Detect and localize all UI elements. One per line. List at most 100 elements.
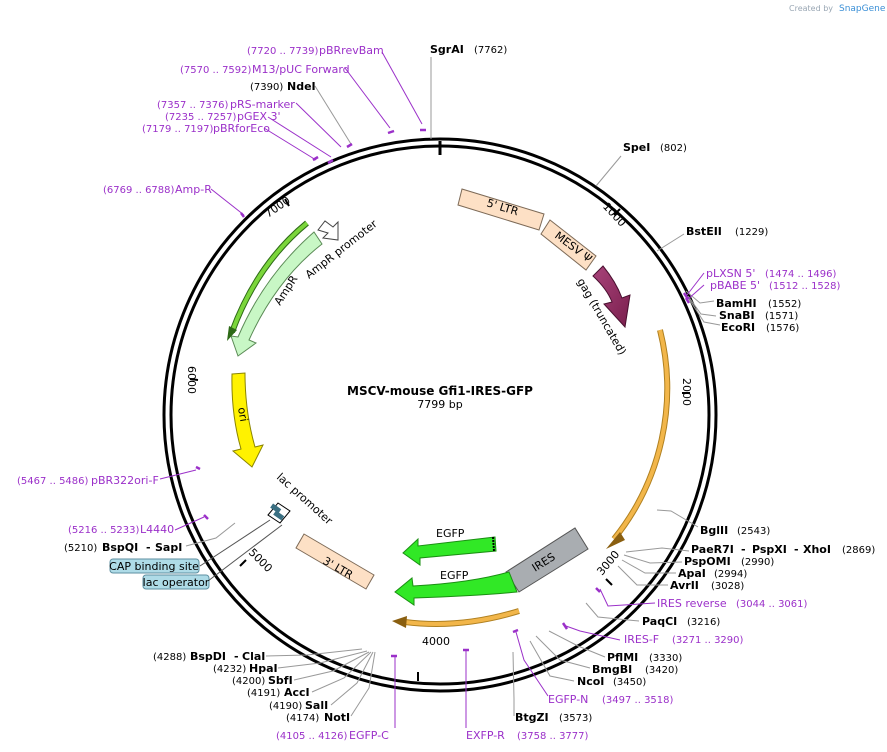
feature-mesv-psi[interactable]: MESV Ψ (540, 219, 597, 271)
site-hpai[interactable]: HpaI (249, 662, 278, 675)
primer-iresrev[interactable]: IRES reverse (657, 597, 727, 610)
primer-prsmarker-range: (7357 .. 7376) (157, 100, 229, 111)
primer-ampr-range: (6769 .. 6788) (103, 185, 175, 196)
site-snabi[interactable]: SnaBI (719, 309, 755, 322)
ruler-ticks: 1000 2000 3000 4000 5000 6000 7000 (185, 194, 693, 681)
primer-markers (195, 128, 691, 658)
primer-l4440[interactable]: L4440 (140, 523, 174, 536)
primer-exfpr-range: (3758 .. 3777) (517, 731, 589, 742)
site-noti-pos: (4174) (286, 713, 319, 724)
feature-egfp-main-label: EGFP (440, 569, 469, 582)
site-acci[interactable]: AccI (284, 686, 310, 699)
primer-l4440-range: (5216 .. 5233) (68, 525, 140, 536)
feature-gfi1-orf[interactable] (606, 329, 671, 549)
site-ecori[interactable]: EcoRI (721, 321, 755, 334)
site-bspdi-pos: (4288) (153, 652, 186, 663)
site-sgrai-pos: (7762) (474, 45, 507, 56)
site-paqci[interactable]: PaqCI (642, 615, 677, 628)
site-ncoi-pos: (3450) (613, 677, 646, 688)
site-dash-4: - (146, 541, 151, 554)
site-btgzi[interactable]: BtgZI (515, 711, 549, 724)
feature-ampr-orf[interactable] (227, 220, 309, 341)
site-sbfi[interactable]: SbfI (268, 674, 293, 687)
site-sali-pos: (4190) (269, 701, 302, 712)
primer-pbr322ori[interactable]: pBR322ori-F (91, 474, 159, 487)
site-bmgbi[interactable]: BmgBI (592, 663, 632, 676)
primer-pbrrevbam[interactable]: pBRrevBam (319, 44, 384, 57)
site-avrii[interactable]: AvrII (670, 579, 699, 592)
site-clai[interactable]: ClaI (242, 650, 265, 663)
site-dash-1: - (741, 543, 746, 556)
primer-pbabe5[interactable]: pBABE 5' (710, 279, 760, 292)
primer-prsmarker[interactable]: pRS-marker (230, 98, 295, 111)
feature-egfp-small[interactable]: EGFP (402, 527, 497, 566)
primer-plxsn5-range: (1474 .. 1496) (765, 269, 837, 280)
feature-ires-egfp-orf[interactable] (392, 608, 520, 628)
primer-iresrev-range: (3044 .. 3061) (736, 599, 808, 610)
enzyme-labels: SgrAI (7762) SpeI (802) BstEII (1229) Ba… (64, 43, 875, 724)
site-pspomi-pos: (2990) (741, 557, 774, 568)
site-bspqi-pos: (5210) (64, 543, 97, 554)
site-ecori-pos: (1576) (766, 323, 799, 334)
site-xhoi[interactable]: XhoI (803, 543, 831, 556)
site-sapi[interactable]: SapI (155, 541, 182, 554)
tick-6000-mark (189, 378, 199, 381)
tick-1000-mark (613, 208, 621, 216)
site-pflmi[interactable]: PflMI (607, 651, 638, 664)
primer-pbrforeco-range: (7179 .. 7197) (142, 124, 214, 135)
feature-ires[interactable]: IRES (505, 527, 589, 593)
tick-5000-mark (239, 559, 247, 567)
primer-pbabe5-range: (1512 .. 1528) (769, 281, 841, 292)
site-hpai-pos: (4232) (213, 664, 246, 675)
site-bglii-pos: (2543) (737, 526, 770, 537)
plasmid-size: 7799 bp (417, 398, 462, 411)
site-pspomi[interactable]: PspOMI (684, 555, 731, 568)
tick-3000: 3000 (594, 548, 622, 578)
site-pflmi-pos: (3330) (649, 653, 682, 664)
primer-pgex3-range: (7235 .. 7257) (165, 112, 237, 123)
primer-egfpc[interactable]: EGFP-C (349, 729, 389, 742)
primer-pbrforeco[interactable]: pBRforEco (213, 122, 270, 135)
feature-gag[interactable]: gag (truncated) (574, 265, 631, 357)
cap-binding-site-box[interactable]: CAP binding site (109, 558, 200, 574)
site-apai-pos: (2994) (714, 569, 747, 580)
site-bmgbi-pos: (3420) (645, 665, 678, 676)
primer-egfpn[interactable]: EGFP-N (548, 693, 588, 706)
tick-6000: 6000 (185, 366, 198, 394)
site-ncoi[interactable]: NcoI (577, 675, 604, 688)
site-noti[interactable]: NotI (324, 711, 350, 724)
primer-m13puc[interactable]: M13/pUC Forward (252, 63, 350, 76)
site-bglii[interactable]: BglII (700, 524, 728, 537)
feature-5ltr[interactable]: 5' LTR (457, 188, 545, 231)
backbone-outer (162, 137, 718, 693)
site-snabi-pos: (1571) (765, 311, 798, 322)
primer-iresf-range: (3271 .. 3290) (672, 635, 744, 646)
primer-ampr[interactable]: Amp-R (175, 183, 212, 196)
primer-iresf[interactable]: IRES-F (624, 633, 659, 646)
site-bspqi[interactable]: BspQI (102, 541, 138, 554)
site-bamhi[interactable]: BamHI (716, 297, 757, 310)
tick-5000: 5000 (246, 546, 275, 575)
site-ndei[interactable]: NdeI (287, 80, 316, 93)
primer-pgex3[interactable]: pGEX 3' (237, 110, 281, 123)
lac-operator-box[interactable]: lac operator (142, 574, 210, 590)
site-paer7i[interactable]: PaeR7I (691, 543, 734, 556)
site-spei[interactable]: SpeI (623, 141, 650, 154)
feature-lac-promoter[interactable]: lac promoter (267, 471, 335, 528)
site-dash-2: - (794, 543, 799, 556)
lac-operator-label: lac operator (143, 576, 210, 589)
cap-binding-site-label: CAP binding site (109, 560, 199, 573)
feature-ori[interactable]: ori (231, 372, 264, 468)
site-pspxi[interactable]: PspXI (752, 543, 787, 556)
primer-exfpr[interactable]: EXFP-R (466, 729, 505, 742)
site-bspdi[interactable]: BspDI (190, 650, 226, 663)
feature-egfp-main[interactable]: EGFP (394, 569, 518, 606)
site-apai[interactable]: ApaI (678, 567, 706, 580)
primer-plxsn5[interactable]: pLXSN 5' (706, 267, 755, 280)
site-bsteii[interactable]: BstEII (686, 225, 722, 238)
site-bamhi-pos: (1552) (768, 299, 801, 310)
site-sgrai[interactable]: SgrAI (430, 43, 464, 56)
site-sali[interactable]: SalI (305, 699, 328, 712)
tick-7000: 7000 (262, 194, 292, 221)
feature-3ltr[interactable]: 3' LTR (295, 533, 375, 590)
